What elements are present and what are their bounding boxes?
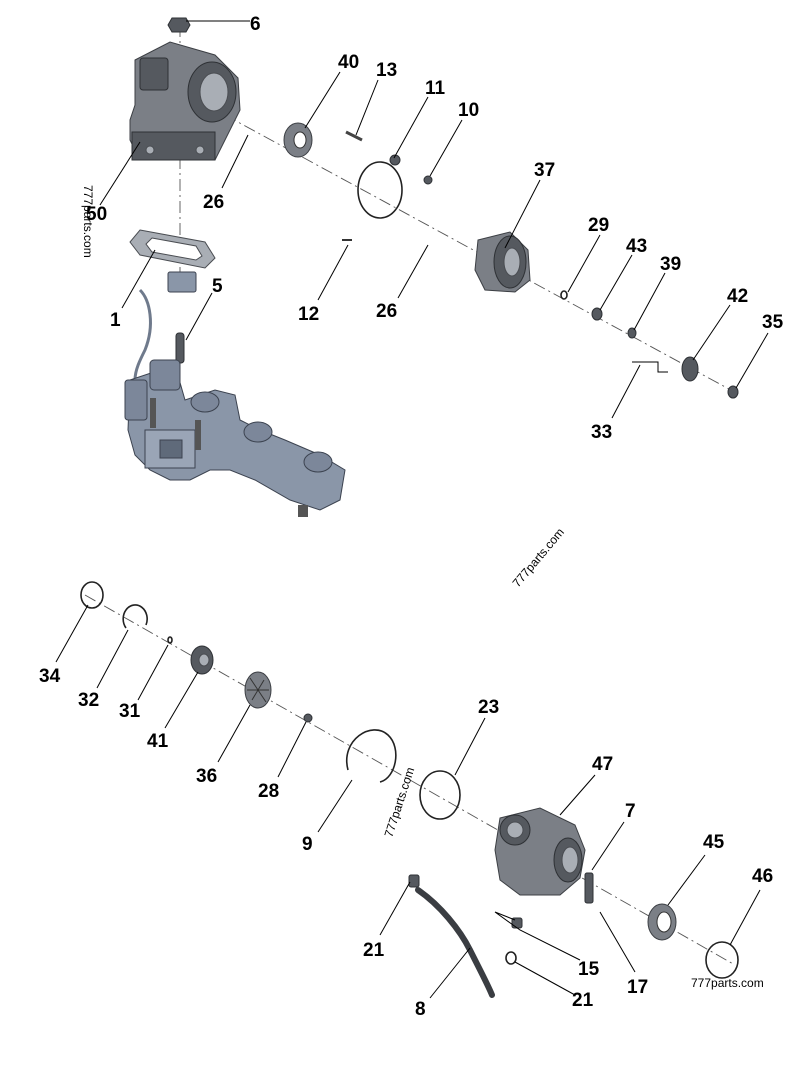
callout-32: 32 [78,690,99,711]
callout-21a: 21 [363,940,385,961]
callout-40: 40 [338,52,359,73]
part-8-hose [415,887,495,998]
callout-43: 43 [626,236,647,257]
part-45-adapter [647,903,677,941]
watermark-middle: 777parts.com [510,525,567,590]
callout-36: 36 [196,766,217,787]
part-5-stud [175,332,185,364]
callout-42: 42 [727,286,748,307]
callout-1: 1 [110,310,121,331]
callout-41: 41 [147,731,169,752]
part-23-oring [419,770,461,820]
callout-8: 8 [415,999,426,1020]
callout-26a: 26 [203,192,224,213]
callout-50: 50 [86,204,107,225]
watermark-lower: 777parts.com [382,765,418,838]
part-1-gasket [129,229,216,269]
callout-23: 23 [478,697,499,718]
part-35-nut [727,385,739,399]
callout-21b: 21 [572,990,594,1011]
part-41-insert [190,645,214,675]
part-47-compressor-housing [494,807,586,896]
watermark-left: 777parts.com [81,185,95,258]
leader-lines [55,20,769,999]
callout-12: 12 [298,304,319,325]
watermarks: 777parts.com 777parts.com 777parts.com 7… [81,185,764,990]
center-lines [84,25,741,966]
callout-15: 15 [578,959,600,980]
part-36-compressor-wheel [244,671,272,709]
part-32-snapring [122,604,148,629]
callout-17: 17 [627,977,648,998]
callout-39: 39 [660,254,681,275]
callout-13: 13 [376,60,397,81]
part-50-turbine-housing [129,41,241,161]
part-34-ring [80,581,104,609]
callout-6: 6 [250,14,261,35]
callout-5: 5 [212,276,223,297]
callout-9: 9 [302,834,313,855]
callout-28: 28 [258,781,279,802]
callout-34: 34 [39,666,61,687]
part-31-ring [167,636,173,644]
callout-37: 37 [534,160,555,181]
callout-46: 46 [752,866,773,887]
part-42-thrust [681,356,699,382]
callouts: 6 40 13 11 10 50 26 37 29 43 39 42 35 1 … [39,14,784,1020]
part-40-seal [283,122,313,158]
callout-7: 7 [625,801,636,822]
part-21-ring-lower [505,951,517,965]
part-11-clamp [357,154,403,219]
watermark-bottom-right: 777parts.com [691,976,764,990]
part-46-ring [705,941,739,979]
part-6-nut [167,17,191,33]
part-28-nut [303,713,313,723]
callout-45: 45 [703,832,725,853]
part-9-retaining-ring [345,729,397,783]
exhaust-manifold [124,271,346,517]
callout-26b: 26 [376,301,397,322]
part-13-bolt [345,130,363,142]
part-29-oring [560,290,568,300]
callout-31: 31 [119,701,141,722]
part-43-collar [591,307,603,321]
callout-11: 11 [425,78,446,99]
callout-35: 35 [762,312,784,333]
part-10-nut [423,175,433,185]
part-21-fitting-upper [408,874,420,888]
center-line-lower [84,594,736,966]
part-37-bearing-housing [474,231,531,293]
part-39-ring [627,327,637,339]
part-7-gasket [584,872,594,904]
callout-47: 47 [592,754,613,775]
callout-33: 33 [591,422,612,443]
callout-10: 10 [458,100,479,121]
callout-29: 29 [588,215,609,236]
